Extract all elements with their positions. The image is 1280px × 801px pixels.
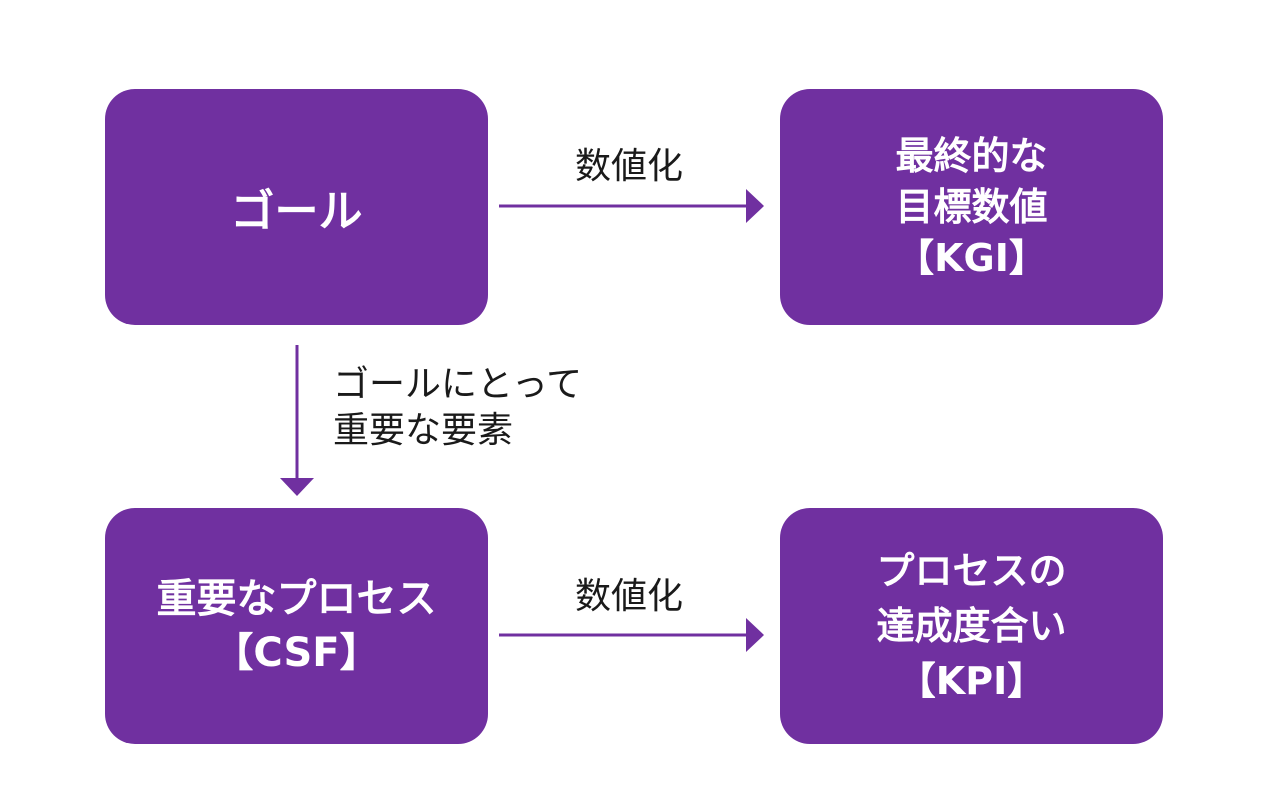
- csf-box-line-2: 【CSF】: [213, 630, 380, 676]
- kpi-box-line-3: 【KPI】: [897, 658, 1046, 703]
- csf-box-line-1: 重要なプロセス: [156, 576, 437, 622]
- arrow-goal-to-kgi: [499, 189, 764, 223]
- goal-box-text: ゴール: [230, 186, 363, 237]
- arrow-goal-to-csf: [280, 345, 314, 496]
- top-arrow-label: 数値化: [575, 146, 684, 187]
- middle-arrow-label-line-2: 重要な要素: [333, 410, 514, 451]
- kpi-box-line-2: 達成度合い: [876, 603, 1067, 648]
- middle-arrow-label: ゴールにとって 重要な要素: [333, 362, 582, 454]
- bottom-arrow-label: 数値化: [575, 576, 684, 617]
- arrow-csf-to-kpi: [499, 618, 764, 652]
- kgi-box: 最終的な 目標数値 【KGI】: [780, 89, 1163, 325]
- goal-box: ゴール: [105, 89, 488, 325]
- kgi-box-line-3: 【KGI】: [896, 235, 1047, 280]
- kpi-box-line-1: プロセスの: [876, 548, 1067, 593]
- kgi-box-line-2: 目標数値: [895, 184, 1048, 229]
- kgi-box-line-1: 最終的な: [895, 133, 1048, 178]
- middle-arrow-label-line-1: ゴールにとって: [333, 364, 583, 405]
- csf-box: 重要なプロセス 【CSF】: [105, 508, 488, 744]
- kpi-box: プロセスの 達成度合い 【KPI】: [780, 508, 1163, 744]
